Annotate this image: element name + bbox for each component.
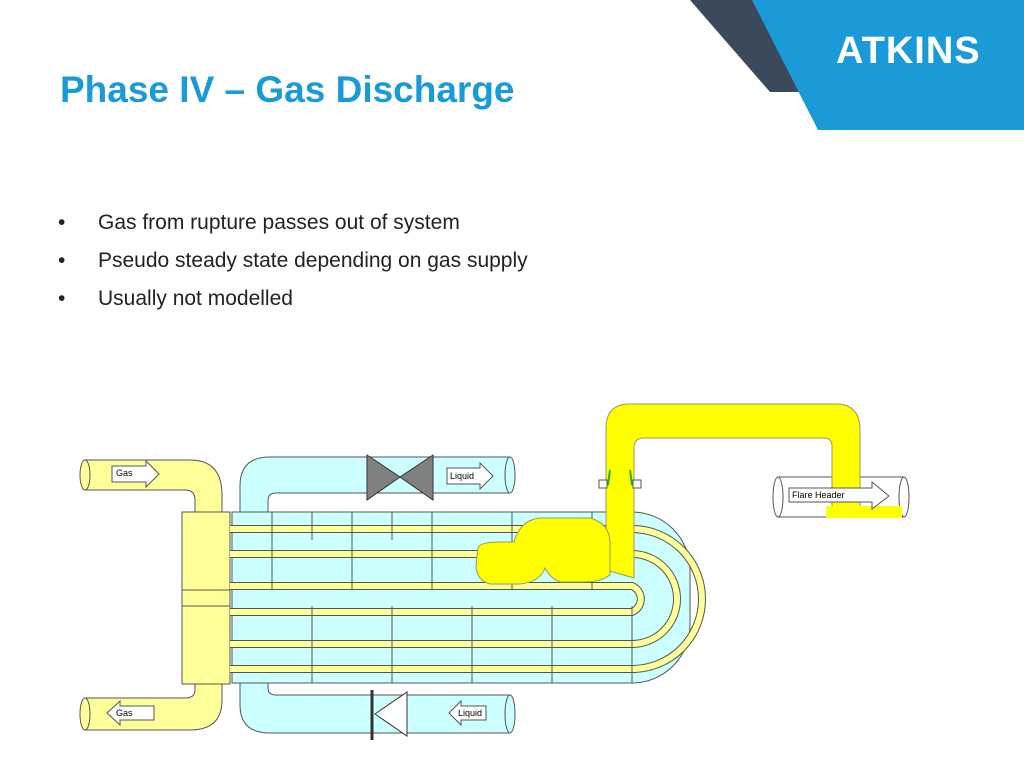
check-valve-flap [374,691,408,737]
nozzle-flange [598,479,608,489]
rupture-marker [629,469,633,486]
u-tube [230,526,705,672]
nozzle-flange [632,479,642,489]
liquid-inlet-pipe-end [504,456,516,494]
heat-exchanger-diagram [79,403,910,740]
gas-outlet-pipe-end [79,697,91,731]
valve-triangle [399,454,434,501]
u-tube [230,583,644,615]
gas-channel-head [181,511,231,685]
bullet-text: Usually not modelled [98,287,293,310]
blue-corner-band [752,0,1024,130]
u-tube [230,551,680,647]
bullet-item: • Usually not modelled [58,284,528,322]
atkins-logo: ATKINS [836,30,981,72]
flare-header-label: Flare Header [792,490,845,500]
flare-arrow [788,480,890,511]
liquid-in-arrow [446,461,494,491]
valve-triangle [366,454,401,501]
slide-title: Phase IV – Gas Discharge [60,69,515,110]
gas-out-arrow [106,699,155,727]
flare-gas-region [826,506,902,518]
rupture-marker [607,469,611,486]
bullet-item: • Pseudo steady state depending on gas su… [58,246,528,284]
bullet-dot: • [58,211,66,234]
bullet-dot: • [58,249,66,272]
liquid-inlet-label: Liquid [450,471,475,481]
corner-branding [690,0,1024,130]
gas-outlet-label: Gas [116,708,133,718]
liquid-out-arrow [448,699,487,727]
flare-pipe-end [772,476,784,518]
check-valve [370,690,408,740]
liquid-outlet-pipe-end [504,694,516,734]
bullet-list: • Gas from rupture passes out of system •… [58,208,528,322]
gate-valve [366,454,434,501]
gas-inlet-label: Gas [116,468,133,478]
bullet-item: • Gas from rupture passes out of system [58,208,528,246]
gas-inlet-pipe-end [79,459,91,491]
rupture-gas-cloud [475,517,611,585]
bullet-text: Gas from rupture passes out of system [98,211,460,234]
bullet-dot: • [58,287,66,310]
liquid-outlet-label: Liquid [458,708,483,718]
bullet-text: Pseudo steady state depending on gas sup… [98,249,528,272]
gas-in-arrow [111,459,160,489]
